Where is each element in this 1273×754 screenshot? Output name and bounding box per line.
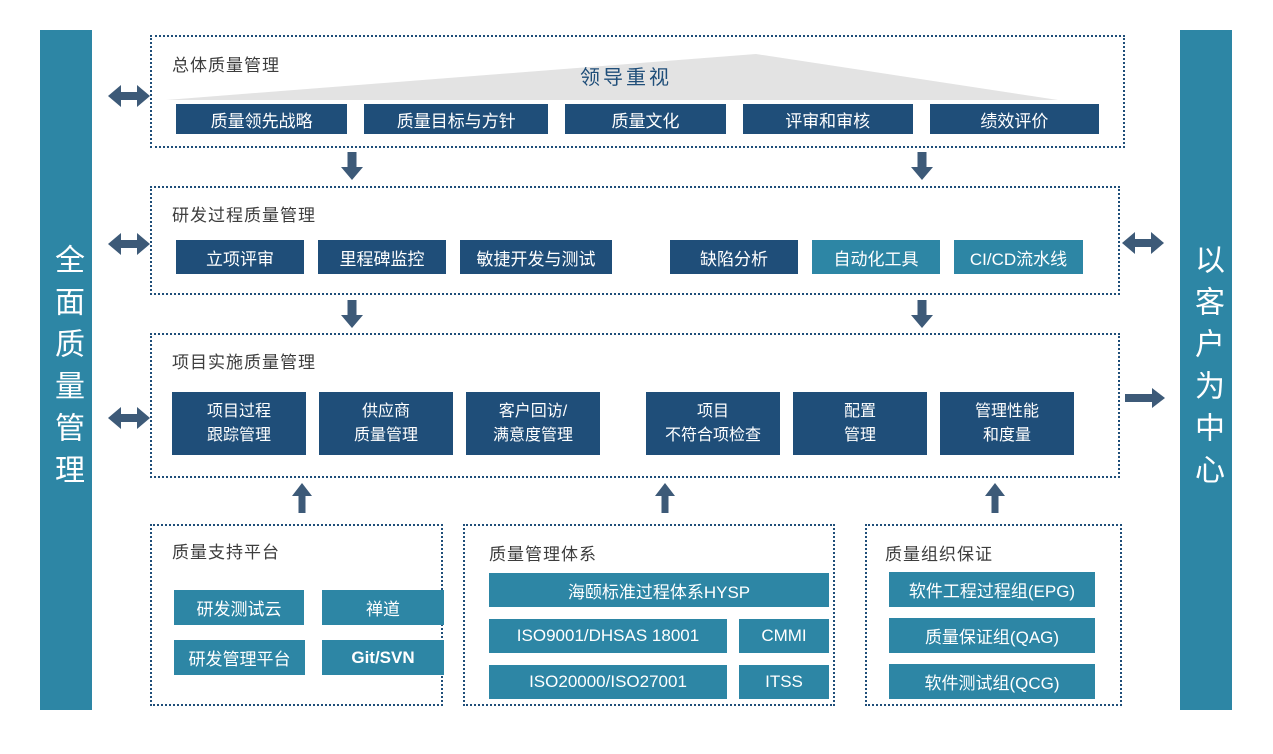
right-arrow-icon xyxy=(1125,388,1165,408)
left-bar-label: 全面质量管理 xyxy=(50,244,83,496)
project-impl-quality-section: 项目实施质量管理 项目过程 跟踪管理 供应商 质量管理 客户回访/ 满意度管理 … xyxy=(150,333,1120,478)
up-arrow-icon xyxy=(292,483,312,513)
epg-group-button: 软件工程过程组(EPG) xyxy=(889,572,1095,607)
overall-section-title: 总体质量管理 xyxy=(172,56,280,75)
hysp-standard-process-button: 海颐标准过程体系HYSP xyxy=(489,573,829,607)
rd-management-platform-button: 研发管理平台 xyxy=(174,640,305,675)
quality-leading-strategy-button: 质量领先战略 xyxy=(176,104,348,134)
zentao-button: 禅道 xyxy=(322,590,444,625)
configuration-management-button: 配置 管理 xyxy=(793,392,927,455)
quality-goals-policy-button: 质量目标与方针 xyxy=(364,104,549,134)
automation-tools-button: 自动化工具 xyxy=(812,240,940,274)
platform-section-title: 质量支持平台 xyxy=(172,543,280,562)
itss-button: ITSS xyxy=(739,665,829,699)
rd-section-title: 研发过程质量管理 xyxy=(172,206,316,225)
project-approval-review-button: 立项评审 xyxy=(176,240,304,274)
right-bar-label: 以客户为中心 xyxy=(1190,244,1223,496)
qcg-group-button: 软件测试组(QCG) xyxy=(889,664,1095,699)
double-arrow-icon xyxy=(108,85,150,107)
quality-org-assurance-section: 质量组织保证 软件工程过程组(EPG) 质量保证组(QAG) 软件测试组(QCG… xyxy=(865,524,1122,706)
up-arrow-icon xyxy=(655,483,675,513)
nonconformance-check-button: 项目 不符合项检查 xyxy=(646,392,780,455)
quality-support-platform-section: 质量支持平台 研发测试云 禅道 研发管理平台 Git/SVN xyxy=(150,524,444,706)
overall-quality-section: 总体质量管理 领导重视 质量领先战略 质量目标与方针 质量文化 评审和审核 绩效… xyxy=(150,35,1125,148)
down-arrow-icon xyxy=(341,152,363,180)
system-section-title: 质量管理体系 xyxy=(489,545,597,564)
quality-management-system-section: 质量管理体系 海颐标准过程体系HYSP ISO9001/DHSAS 18001 … xyxy=(463,524,835,706)
supplier-quality-button: 供应商 质量管理 xyxy=(319,392,453,455)
iso9001-dhsas-button: ISO9001/DHSAS 18001 xyxy=(489,619,727,653)
right-customer-centric-bar: 以客户为中心 xyxy=(1180,30,1232,710)
org-section-title: 质量组织保证 xyxy=(885,545,993,564)
manage-performance-measure-button: 管理性能 和度量 xyxy=(940,392,1074,455)
double-arrow-icon xyxy=(108,407,150,429)
quality-culture-button: 质量文化 xyxy=(565,104,726,134)
agile-dev-test-button: 敏捷开发与测试 xyxy=(460,240,612,274)
leadership-triangle xyxy=(166,54,1058,100)
down-arrow-icon xyxy=(911,300,933,328)
milestone-monitoring-button: 里程碑监控 xyxy=(318,240,446,274)
review-audit-button: 评审和审核 xyxy=(742,104,913,134)
cmmi-button: CMMI xyxy=(739,619,829,653)
git-svn-button: Git/SVN xyxy=(322,640,444,675)
performance-evaluation-button: 绩效评价 xyxy=(929,104,1099,134)
down-arrow-icon xyxy=(911,152,933,180)
rd-test-cloud-button: 研发测试云 xyxy=(174,590,304,625)
project-section-title: 项目实施质量管理 xyxy=(172,353,316,372)
iso20000-iso27001-button: ISO20000/ISO27001 xyxy=(489,665,727,699)
down-arrow-icon xyxy=(341,300,363,328)
project-process-tracking-button: 项目过程 跟踪管理 xyxy=(172,392,306,455)
double-arrow-icon xyxy=(1122,232,1164,254)
qag-group-button: 质量保证组(QAG) xyxy=(889,618,1095,653)
double-arrow-icon xyxy=(108,233,150,255)
up-arrow-icon xyxy=(985,483,1005,513)
left-total-quality-bar: 全面质量管理 xyxy=(40,30,92,710)
cicd-pipeline-button: CI/CD流水线 xyxy=(954,240,1083,274)
leadership-banner-label: 领导重视 xyxy=(580,67,672,89)
customer-visit-satisfaction-button: 客户回访/ 满意度管理 xyxy=(466,392,600,455)
defect-analysis-button: 缺陷分析 xyxy=(670,240,798,274)
rd-process-quality-section: 研发过程质量管理 立项评审 里程碑监控 敏捷开发与测试 缺陷分析 自动化工具 C… xyxy=(150,186,1120,295)
